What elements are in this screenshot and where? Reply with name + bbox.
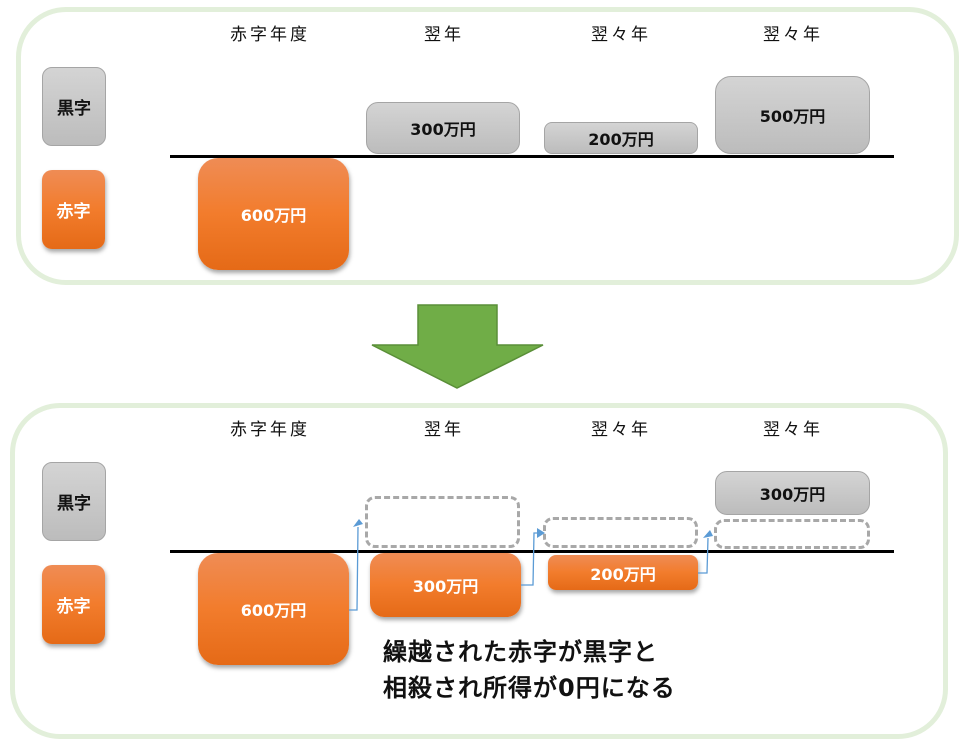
connector-year0-to-year1 [349, 526, 359, 611]
surplus-bar-year3: 500万円 [715, 76, 870, 154]
deficit-bar-year0: 600万円 [198, 158, 349, 270]
column-header-third-year-after: 翌々年 [763, 420, 823, 440]
offset-placeholder-year1 [365, 496, 520, 548]
column-header-deficit-year-after: 赤字年度 [230, 420, 310, 440]
legend-surplus: 黒字 [42, 67, 106, 146]
legend-deficit: 赤字 [42, 170, 105, 249]
legend-surplus-after: 黒字 [42, 462, 106, 541]
deficit-bar-year0-after: 600万円 [198, 553, 349, 665]
connector-arrowhead-2 [537, 528, 545, 538]
column-header-year-after-next-after: 翌々年 [591, 420, 651, 440]
zero-baseline-bottom [170, 550, 894, 553]
column-header-year-after-next: 翌々年 [591, 25, 651, 45]
surplus-bar-year1: 300万円 [366, 102, 520, 154]
column-header-next-year-after: 翌年 [424, 420, 464, 440]
connector-arrowhead-1 [353, 519, 363, 527]
caption-line-1: 繰越された赤字が黒字と [383, 638, 658, 666]
column-header-third-year: 翌々年 [763, 25, 823, 45]
legend-deficit-after: 赤字 [42, 565, 105, 644]
caption-line-2: 相殺され所得が0円になる [383, 674, 676, 702]
column-header-next-year: 翌年 [424, 25, 464, 45]
down-arrow-icon [371, 304, 544, 389]
connector-year1-to-year2 [521, 532, 542, 586]
connector-year2-to-year3 [698, 537, 709, 574]
offset-placeholder-year2 [543, 517, 698, 548]
remaining-surplus-year3: 300万円 [715, 471, 870, 515]
carried-deficit-year2: 200万円 [548, 555, 698, 590]
offset-placeholder-year3 [714, 519, 870, 549]
column-header-deficit-year: 赤字年度 [230, 25, 310, 45]
surplus-bar-year2: 200万円 [544, 122, 698, 154]
connector-arrowhead-3 [703, 530, 713, 538]
zero-baseline-top [170, 155, 894, 158]
explanation-caption: 繰越された赤字が黒字と 相殺され所得が0円になる [383, 634, 676, 706]
carried-deficit-year1: 300万円 [370, 553, 521, 617]
